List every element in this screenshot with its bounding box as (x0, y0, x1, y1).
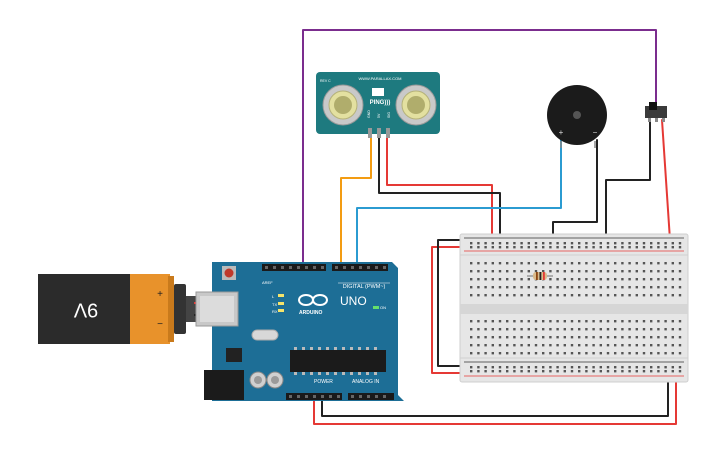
wire-black-rail-left[interactable] (437, 239, 463, 367)
battery-9v[interactable]: 9V + − (38, 274, 212, 344)
sensor-pin-gnd: GND (367, 110, 371, 118)
led-on-label: ON (380, 305, 386, 310)
arduino-logo (298, 294, 328, 306)
aref-label: AREF (262, 280, 273, 285)
ping-sensor[interactable]: WWW.PARALLAX.COM REV C PING))) GND 5V SI… (316, 72, 440, 138)
wire-orange-sig[interactable] (340, 134, 372, 266)
board-name: UNO (340, 294, 367, 308)
wires (302, 29, 677, 425)
wire-purple[interactable] (302, 29, 657, 266)
resistor[interactable] (527, 272, 553, 280)
board-brand: ARDUINO (299, 310, 322, 316)
digital-label: DIGITAL (PWM~) (343, 284, 386, 290)
wire-blue-buzzer[interactable] (356, 139, 562, 266)
battery-plus: + (157, 289, 163, 300)
wire-red-switch[interactable] (661, 119, 671, 241)
wire-black-sensor[interactable] (378, 134, 501, 243)
led-l-label: L (272, 294, 275, 299)
buzzer-plus: + (559, 128, 564, 137)
sensor-pin-sig: SIG (387, 112, 391, 118)
slide-switch[interactable] (645, 102, 667, 122)
sensor-brand: WWW.PARALLAX.COM (358, 76, 401, 81)
sensor-model: PING))) (370, 100, 391, 106)
breadboard-holes (470, 242, 682, 373)
buzzer-minus: − (593, 128, 598, 137)
wire-black-power[interactable] (321, 365, 669, 417)
sensor-rev: REV C (320, 79, 331, 83)
wire-black-switch[interactable] (605, 119, 651, 243)
arduino-uno[interactable]: AREF DIGITAL (PWM~) L TX RX UNO ARDUINO … (195, 262, 404, 401)
breadboard[interactable] (459, 233, 689, 383)
atmega-chip (290, 350, 386, 372)
led-tx-label: TX (272, 302, 277, 307)
analog-label: ANALOG IN (352, 379, 380, 385)
led-rx-label: RX (272, 309, 278, 314)
battery-minus: − (157, 319, 163, 330)
sensor-pin-5v: 5V (377, 113, 381, 118)
battery-label: 9V (73, 299, 98, 321)
power-label: POWER (314, 379, 333, 385)
piezo-buzzer[interactable]: + − (547, 85, 607, 148)
wire-red-power[interactable] (313, 372, 677, 425)
wire-red-sensor[interactable] (386, 134, 493, 243)
wire-red-rail-left[interactable] (431, 246, 463, 374)
